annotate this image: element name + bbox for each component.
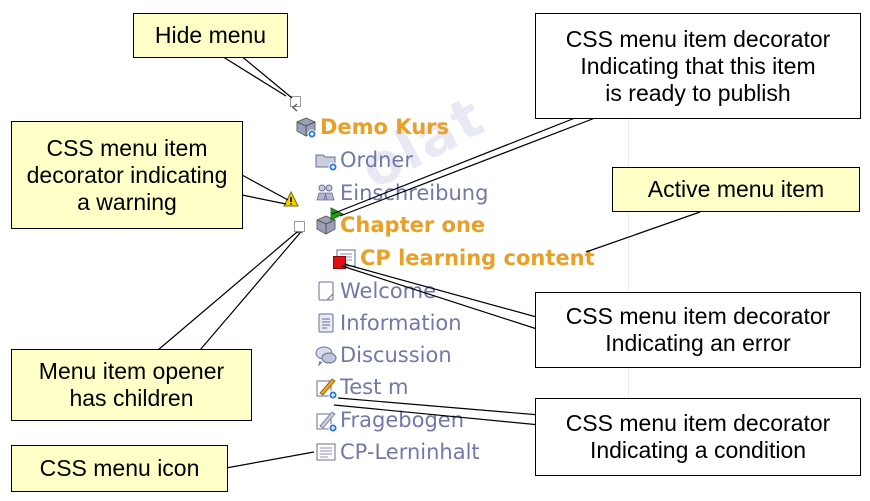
test-icon xyxy=(314,375,338,399)
chapter-one-item[interactable]: Chapter one xyxy=(314,210,485,240)
callout-opener: Menu item opener has children xyxy=(11,349,252,421)
callout-text: Active menu item xyxy=(647,176,825,202)
menu-item-label: Fragebogen xyxy=(340,408,465,432)
menu-item-einschreibung[interactable]: Einschreibung xyxy=(314,178,488,208)
menu-item-label: Welcome xyxy=(340,279,437,303)
survey-icon xyxy=(314,408,338,432)
page-icon xyxy=(314,279,338,303)
callout-text: Hide menu xyxy=(154,22,267,48)
callout-active-item: Active menu item xyxy=(612,167,860,212)
callout-condition: CSS menu item decorator Indicating a con… xyxy=(535,398,861,476)
menu-item-information[interactable]: Information xyxy=(314,308,462,338)
leader-active xyxy=(585,211,701,253)
chapter-cube-icon xyxy=(314,213,338,237)
menu-item-fragebogen[interactable]: Fragebogen xyxy=(314,405,464,435)
hide-menu-toggle[interactable] xyxy=(290,96,301,112)
menu-item-test[interactable]: Test m xyxy=(314,372,409,402)
callout-error: CSS menu item decorator Indicating an er… xyxy=(535,292,861,368)
divider-line xyxy=(628,55,629,475)
leader-hide-menu-2 xyxy=(239,54,293,99)
callout-text: CSS menu icon xyxy=(39,455,200,481)
menu-item-discussion[interactable]: Discussion xyxy=(314,340,452,370)
leader-hide-menu xyxy=(219,54,287,97)
active-menu-item[interactable]: CP learning content xyxy=(334,243,595,273)
callout-menu-icon: CSS menu icon xyxy=(11,445,228,492)
menu-item-welcome[interactable]: Welcome xyxy=(314,276,436,306)
forum-icon xyxy=(314,343,338,367)
publish-decorator-icon xyxy=(330,207,344,221)
course-title: Demo Kurs xyxy=(320,115,450,139)
leader-warning-2 xyxy=(241,194,287,205)
cp-icon xyxy=(314,440,338,464)
active-item-label: CP learning content xyxy=(360,246,595,270)
callout-text: CSS menu item decorator Indicating a con… xyxy=(565,410,831,463)
chapter-title: Chapter one xyxy=(340,213,486,237)
menu-item-label: Information xyxy=(340,311,462,335)
callout-text: CSS menu item decorator Indicating that … xyxy=(565,25,831,106)
enrollment-icon xyxy=(314,181,338,205)
menu-item-label: Test m xyxy=(340,375,409,399)
course-root-item[interactable]: Demo Kurs xyxy=(294,112,449,142)
menu-item-label: Ordner xyxy=(340,148,413,172)
menu-item-label: Einschreibung xyxy=(340,181,489,205)
callout-text: CSS menu item decorator indicating a war… xyxy=(26,134,228,215)
callout-text: CSS menu item decorator Indicating an er… xyxy=(565,303,831,356)
callout-warning: CSS menu item decorator indicating a war… xyxy=(11,121,243,229)
leader-opener-2 xyxy=(199,232,301,351)
menu-item-cp-lerninhalt[interactable]: CP-Lerninhalt xyxy=(314,437,480,467)
leader-menu-icon xyxy=(225,451,315,469)
leader-warning xyxy=(241,174,289,201)
error-decorator-icon xyxy=(333,256,346,269)
folder-icon xyxy=(314,148,338,172)
course-cube-icon xyxy=(294,115,318,139)
menu-item-label: Discussion xyxy=(340,343,452,367)
menu-item-label: CP-Lerninhalt xyxy=(340,440,480,464)
callout-text: Menu item opener has children xyxy=(38,358,225,411)
callout-ready-to-publish: CSS menu item decorator Indicating that … xyxy=(535,13,861,119)
menu-item-ordner[interactable]: Ordner xyxy=(314,145,413,175)
chapter-opener-toggle[interactable] xyxy=(294,221,305,234)
leader-opener xyxy=(157,231,298,351)
collapse-arrow-icon xyxy=(292,103,298,112)
minus-icon xyxy=(296,231,303,234)
warning-decorator-icon xyxy=(283,191,299,207)
info-page-icon xyxy=(314,311,338,335)
callout-hide-menu: Hide menu xyxy=(133,13,288,58)
